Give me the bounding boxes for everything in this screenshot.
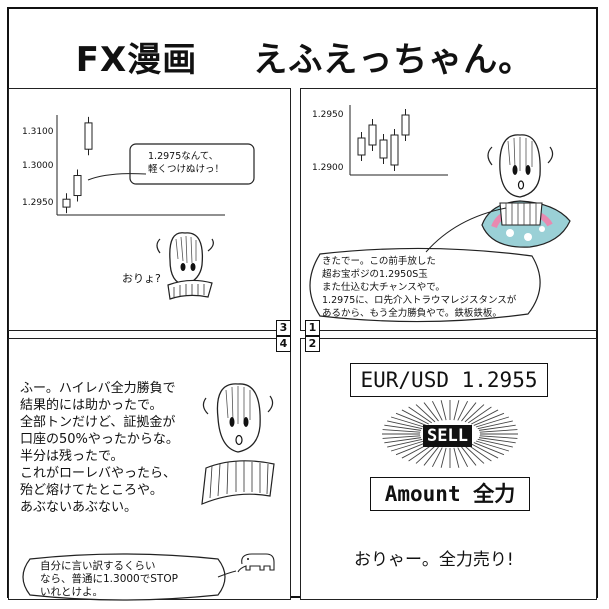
burst-line	[479, 435, 518, 439]
burst-line	[384, 437, 422, 444]
title-left: FX漫画	[75, 40, 198, 80]
burst-line	[468, 406, 492, 424]
p3-character	[201, 383, 275, 505]
p3-bubble-line-1: なら、普通に1.3000でSTOP	[40, 573, 178, 585]
title-right: えふえっちゃん。	[253, 40, 534, 80]
elephant-icon	[237, 553, 275, 573]
burst-line	[401, 409, 429, 425]
p2-bubble-line-2: また仕込む大チャンスやで。	[322, 282, 445, 293]
p3-bubble-shape	[22, 553, 237, 601]
burst-line	[423, 446, 439, 466]
burst-line	[457, 400, 469, 421]
panel-number-4: 4	[276, 336, 291, 352]
burst-line	[382, 435, 421, 439]
burst-line	[461, 402, 477, 422]
p3-text-line-6: 殆ど熔けてたところや。	[20, 483, 163, 498]
panel-number-1: 1	[305, 320, 320, 336]
chart-2	[349, 105, 448, 176]
p1-bubble-line-0: 1.2975なんて、	[148, 151, 219, 162]
burst-line	[387, 438, 423, 448]
p3-text-line-0: ふー。ハイレバ全力勝負で	[20, 381, 176, 396]
chart-1	[56, 115, 225, 216]
burst-line	[471, 409, 499, 425]
burst-line	[457, 447, 469, 468]
burst-line	[390, 416, 425, 428]
p1-tick-0: 1.3100	[22, 127, 54, 137]
p1-candle-0	[62, 198, 71, 208]
burst-line	[461, 446, 477, 466]
p3-text-line-5: これがローレバやったら、	[20, 466, 177, 481]
burst-line	[464, 404, 485, 423]
p3-bubble-line-2: いれとけよ。	[40, 586, 103, 598]
p2-tick-1: 1.2900	[312, 163, 344, 173]
burst-line	[395, 442, 427, 456]
p2-character	[481, 134, 571, 248]
sell-burst	[382, 400, 518, 468]
p2-candle-1	[368, 124, 377, 146]
p1-bubble-shape	[87, 143, 255, 185]
burst-line	[431, 400, 443, 421]
burst-line	[408, 406, 432, 424]
p1-tick-1: 1.3000	[22, 161, 54, 171]
burst-line	[468, 444, 492, 462]
p2-bubble-line-0: きたでー。この前手放した	[322, 256, 436, 267]
sell-label: SELL	[423, 425, 472, 447]
burst-line	[478, 424, 516, 431]
p1-exclaim: おりょ?	[122, 272, 161, 285]
panel-number-2: 2	[305, 336, 320, 352]
burst-line	[395, 412, 427, 426]
pair-label: EUR/USD 1.2955	[350, 363, 548, 397]
burst-line	[477, 420, 513, 430]
p1-tick-2: 1.2950	[22, 198, 54, 208]
burst-line	[423, 402, 439, 422]
burst-line	[384, 424, 422, 431]
p3-text-line-3: 口座の50%やったからな。	[20, 432, 179, 447]
p3-text-line-7: あぶないあぶない。	[20, 500, 138, 515]
burst-line	[479, 429, 518, 433]
p2-candle-4	[401, 114, 410, 136]
p3-text-line-1: 結果的には助かったで。	[20, 398, 163, 413]
p1-bubble-line-1: 軽くつけぬけっ！	[148, 164, 225, 175]
p2-candle-3	[390, 134, 399, 166]
burst-line	[440, 400, 447, 421]
burst-line	[477, 438, 513, 448]
p2-bubble-line-3: 1.2975に、ロ先介入トラウマレジスタンスが	[322, 295, 517, 306]
p2-bubble-line-1: 超お宝ポジの1.2950S玉	[322, 269, 428, 280]
burst-line	[387, 420, 423, 430]
burst-line	[382, 429, 421, 433]
p4-caption: おりゃー。全力売り!	[354, 550, 514, 570]
burst-line	[475, 416, 510, 428]
burst-line	[478, 437, 516, 444]
burst-line	[440, 447, 447, 468]
p2-candle-0	[357, 137, 366, 156]
p1-candle-1	[73, 175, 82, 197]
burst-line	[464, 445, 485, 464]
burst-line	[431, 447, 443, 468]
burst-line	[408, 444, 432, 462]
p2-tick-0: 1.2950	[312, 110, 344, 120]
burst-line	[415, 404, 436, 423]
p3-bubble-line-0: 自分に言い訳するくらい	[40, 560, 156, 572]
burst-line	[473, 412, 505, 426]
p2-candle-2	[379, 139, 388, 159]
p1-candle-2	[84, 122, 93, 150]
p1-character	[156, 232, 214, 300]
burst-line	[453, 447, 460, 468]
panel-1	[8, 88, 291, 331]
burst-line	[415, 445, 436, 464]
p2-bubble-line-4: あるから、もう全力勝負やで。鉄板鉄板。	[322, 308, 502, 319]
p3-text-line-2: 全部トンだけど、証拠金が	[20, 415, 176, 430]
p2-bubble-shape	[309, 207, 541, 323]
amount-label: Amount 全力	[370, 477, 530, 511]
burst-line	[453, 400, 460, 421]
comic-title: FX漫画 えふえっちゃん。	[7, 32, 602, 81]
burst-line	[473, 442, 505, 456]
panel-number-3: 3	[276, 320, 291, 336]
burst-line	[471, 443, 499, 459]
p3-text-line-4: 半分は残ったで。	[20, 449, 124, 464]
burst-line	[475, 440, 510, 452]
burst-line	[390, 440, 425, 452]
